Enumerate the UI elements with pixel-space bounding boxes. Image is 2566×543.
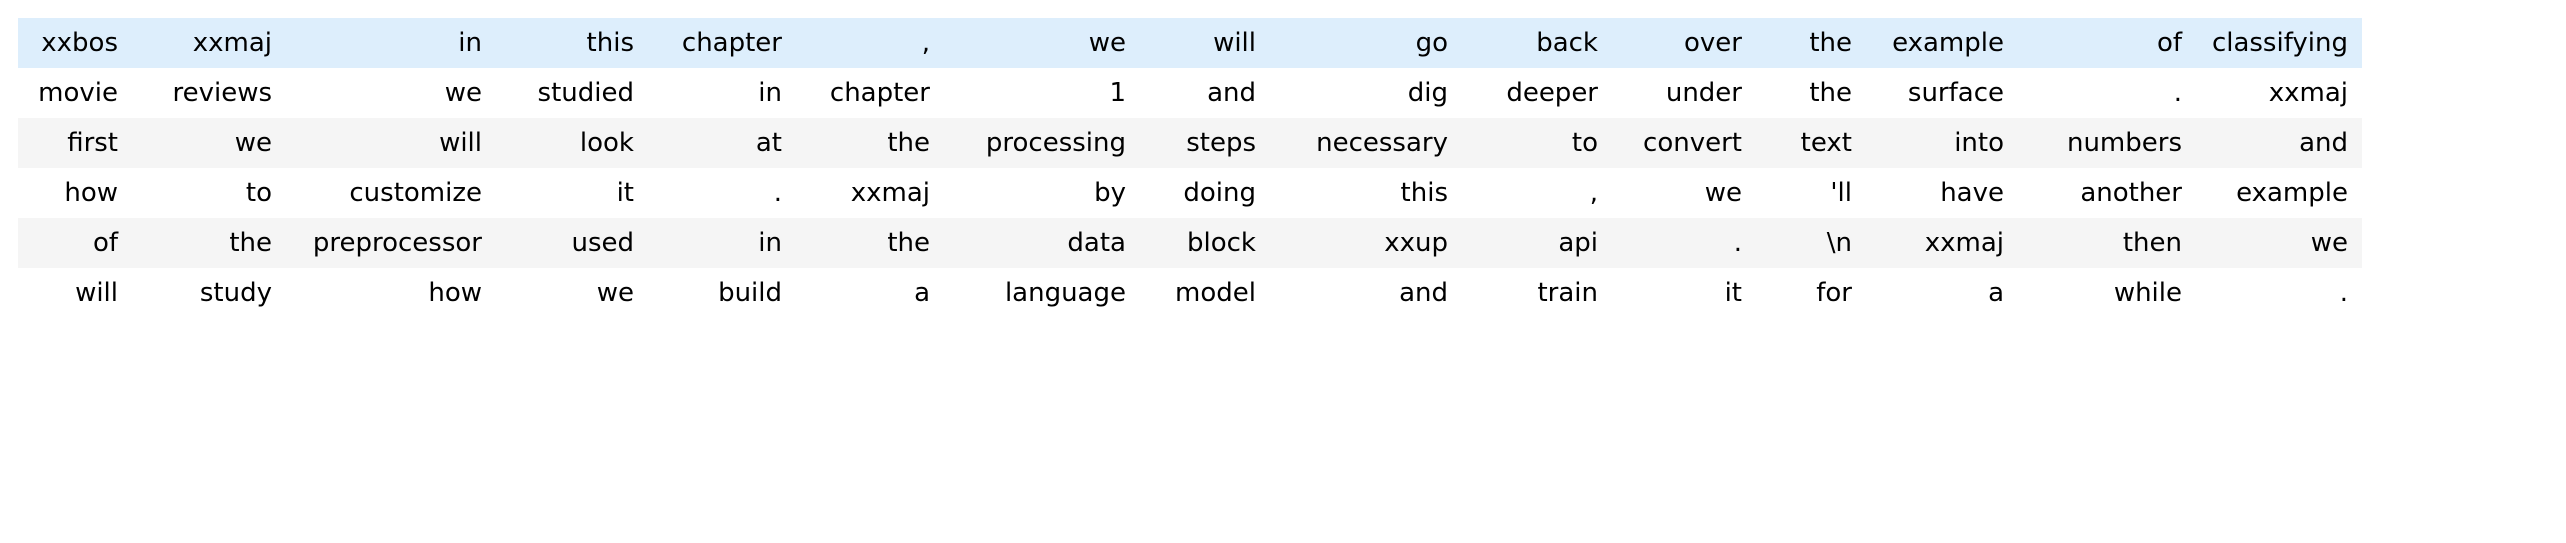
token-cell: we: [496, 268, 648, 318]
token-cell: xxup: [1270, 218, 1462, 268]
table-row: of the preprocessor used in the data blo…: [18, 218, 2548, 268]
token-cell: studied: [496, 68, 648, 118]
token-cell: language: [944, 268, 1140, 318]
token-cell: customize: [286, 168, 496, 218]
token-cell: how: [286, 268, 496, 318]
token-cell: by: [944, 168, 1140, 218]
token-cell: over: [1612, 18, 1756, 68]
token-cell: will: [1140, 18, 1270, 68]
token-cell: ,: [796, 18, 944, 68]
token-cell: .: [1612, 218, 1756, 268]
table-row: first we will look at the processing ste…: [18, 118, 2548, 168]
token-cell: in: [648, 68, 796, 118]
token-cell: surface: [1866, 68, 2018, 118]
table-row: will study how we build a language model…: [18, 268, 2548, 318]
token-cell: chapter: [796, 68, 944, 118]
token-cell: steps: [1140, 118, 1270, 168]
token-cell: the: [1756, 68, 1866, 118]
token-cell: another: [2018, 168, 2196, 218]
token-cell: necessary: [1270, 118, 1462, 168]
token-cell: and: [1140, 68, 1270, 118]
token-cell: we: [2196, 218, 2362, 268]
table-body: xxbos xxmaj in this chapter , we will go…: [18, 18, 2548, 318]
token-cell: then: [2018, 218, 2196, 268]
table-row: movie reviews we studied in chapter 1 an…: [18, 68, 2548, 118]
token-cell: and: [2196, 118, 2362, 168]
token-cell: convert: [1612, 118, 1756, 168]
token-cell: example: [1866, 18, 2018, 68]
token-cell: under: [1612, 68, 1756, 118]
token-cell: text: [1756, 118, 1866, 168]
token-cell: xxbos: [18, 18, 132, 68]
token-cell: model: [1140, 268, 1270, 318]
token-cell: in: [286, 18, 496, 68]
token-cell: .: [2196, 268, 2362, 318]
token-cell: it: [1612, 268, 1756, 318]
token-cell: will: [286, 118, 496, 168]
token-cell: \n: [1756, 218, 1866, 268]
token-cell: xxmaj: [1866, 218, 2018, 268]
token-cell: ,: [1462, 168, 1612, 218]
token-cell: the: [796, 218, 944, 268]
tokenized-text-table: xxbos xxmaj in this chapter , we will go…: [18, 18, 2548, 318]
token-cell: deeper: [1462, 68, 1612, 118]
token-cell: processing: [944, 118, 1140, 168]
token-cell: block: [1140, 218, 1270, 268]
token-cell: example: [2196, 168, 2362, 218]
token-cell: xxmaj: [132, 18, 286, 68]
token-cell: we: [286, 68, 496, 118]
token-cell: doing: [1140, 168, 1270, 218]
token-cell: first: [18, 118, 132, 168]
token-cell: 'll: [1756, 168, 1866, 218]
token-cell: back: [1462, 18, 1612, 68]
token-cell: numbers: [2018, 118, 2196, 168]
token-cell: preprocessor: [286, 218, 496, 268]
token-cell: this: [1270, 168, 1462, 218]
token-cell: a: [1866, 268, 2018, 318]
token-cell: train: [1462, 268, 1612, 318]
token-cell: reviews: [132, 68, 286, 118]
token-cell: 1: [944, 68, 1140, 118]
token-cell: while: [2018, 268, 2196, 318]
token-cell: .: [648, 168, 796, 218]
token-cell: to: [132, 168, 286, 218]
token-cell: we: [1612, 168, 1756, 218]
token-cell: how: [18, 168, 132, 218]
token-cell: to: [1462, 118, 1612, 168]
token-cell: xxmaj: [796, 168, 944, 218]
token-cell: this: [496, 18, 648, 68]
token-cell: in: [648, 218, 796, 268]
token-cell: the: [1756, 18, 1866, 68]
token-cell: api: [1462, 218, 1612, 268]
token-cell: chapter: [648, 18, 796, 68]
token-cell: we: [132, 118, 286, 168]
token-cell: it: [496, 168, 648, 218]
token-cell: classifying: [2196, 18, 2362, 68]
token-cell: and: [1270, 268, 1462, 318]
token-table-container: xxbos xxmaj in this chapter , we will go…: [18, 18, 2548, 318]
token-cell: a: [796, 268, 944, 318]
token-cell: look: [496, 118, 648, 168]
token-cell: will: [18, 268, 132, 318]
token-cell: used: [496, 218, 648, 268]
token-cell: at: [648, 118, 796, 168]
token-cell: of: [18, 218, 132, 268]
token-cell: data: [944, 218, 1140, 268]
token-cell: we: [944, 18, 1140, 68]
token-cell: build: [648, 268, 796, 318]
token-cell: study: [132, 268, 286, 318]
token-cell: xxmaj: [2196, 68, 2362, 118]
token-cell: into: [1866, 118, 2018, 168]
token-cell: .: [2018, 68, 2196, 118]
token-cell: the: [796, 118, 944, 168]
token-cell: dig: [1270, 68, 1462, 118]
table-row: how to customize it . xxmaj by doing thi…: [18, 168, 2548, 218]
table-row: xxbos xxmaj in this chapter , we will go…: [18, 18, 2548, 68]
token-cell: the: [132, 218, 286, 268]
token-cell: movie: [18, 68, 132, 118]
token-cell: go: [1270, 18, 1462, 68]
token-cell: for: [1756, 268, 1866, 318]
token-cell: of: [2018, 18, 2196, 68]
token-cell: have: [1866, 168, 2018, 218]
